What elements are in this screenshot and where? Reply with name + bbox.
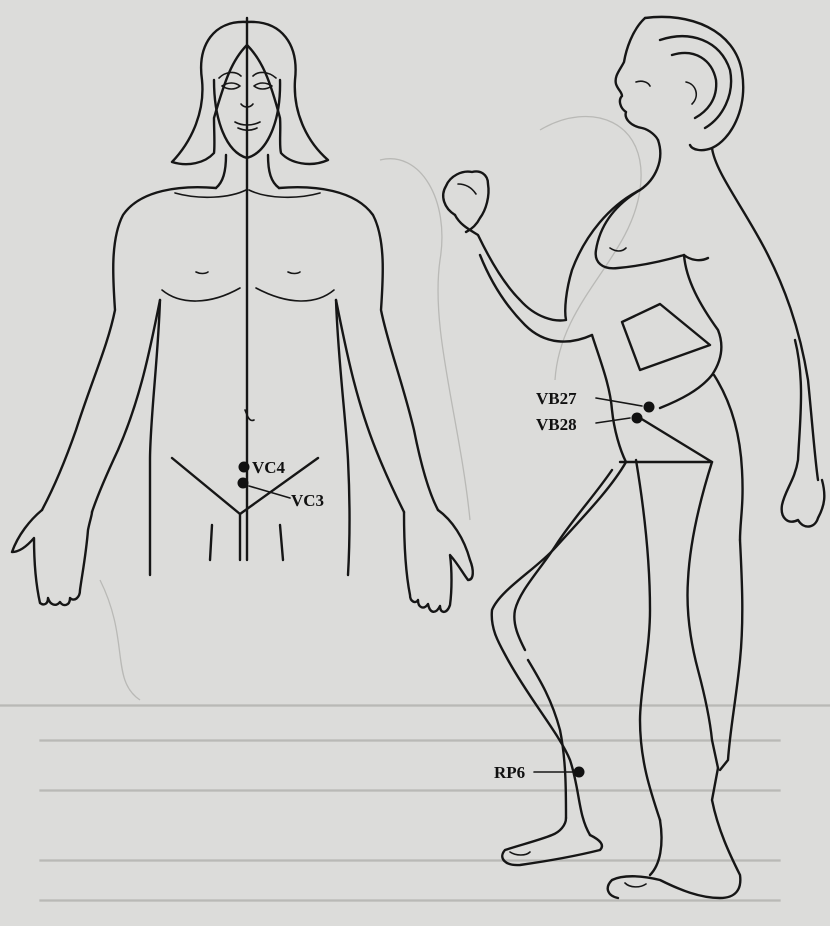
frontal-left-hand: [12, 510, 92, 605]
acupoint-vc4: VC4: [239, 458, 286, 477]
svg-text:VC3: VC3: [291, 491, 324, 510]
lateral-hip-line: [620, 418, 712, 462]
frontal-torso-outline: [42, 187, 216, 510]
acupoint-vb28: VB28: [536, 413, 643, 435]
frontal-hair: [172, 22, 328, 164]
svg-text:VC4: VC4: [252, 458, 286, 477]
frontal-figure: [12, 18, 473, 612]
bleed-through-background: [0, 117, 830, 902]
svg-text:VB28: VB28: [536, 415, 577, 434]
acupoint-vb27: VB27: [536, 389, 655, 413]
acupoint-markers: VC4 VC3 VB27 VB28 RP6: [238, 389, 655, 782]
svg-text:VB27: VB27: [536, 389, 577, 408]
svg-text:RP6: RP6: [494, 763, 525, 782]
frontal-right-hand: [404, 510, 473, 612]
lateral-front-leg: [687, 462, 718, 768]
